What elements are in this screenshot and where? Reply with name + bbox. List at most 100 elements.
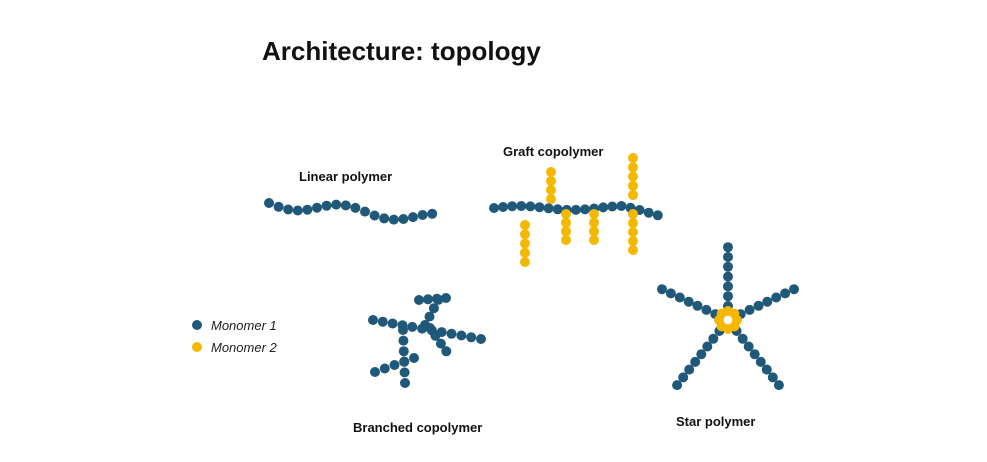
monomer-1-bead (407, 321, 418, 332)
monomer-2-bead (520, 238, 530, 249)
monomer-1-bead (388, 214, 399, 225)
monomer-1-bead (767, 372, 778, 383)
monomer-1-bead (428, 303, 439, 314)
star-polymer (657, 242, 799, 391)
monomer-1-bead (723, 271, 733, 282)
monomer-1-bead (302, 204, 313, 215)
monomer-2-swatch (192, 342, 202, 352)
monomer-1-bead (312, 202, 322, 213)
monomer-1-bead (570, 204, 581, 215)
monomer-1-bead (264, 198, 274, 208)
monomer-1-bead (340, 200, 351, 211)
monomer-1-bead (414, 295, 424, 305)
monomer-1-bead (543, 203, 554, 214)
star-polymer-label: Star polymer (676, 414, 756, 429)
monomer-1-bead (690, 356, 701, 367)
monomer-2-bead (546, 185, 556, 195)
monomer-2-bead (628, 227, 638, 237)
monomer-1-bead (737, 333, 748, 344)
monomer-1-bead (387, 318, 398, 329)
monomer-1-bead (696, 349, 707, 360)
monomer-1-bead (598, 202, 609, 213)
monomer-1-bead (399, 356, 410, 367)
monomer-1-bead (398, 214, 409, 224)
monomer-1-bead (652, 210, 663, 221)
monomer-1-bead (789, 284, 799, 295)
monomer-2-bead (628, 162, 638, 173)
monomer-1-bead (692, 300, 703, 311)
monomer-2-bead (628, 209, 638, 219)
monomer-1-bead (616, 201, 627, 211)
linear-polymer-label: Linear polymer (299, 169, 393, 184)
monomer-2-bead (589, 209, 599, 219)
monomer-1-bead (534, 202, 545, 213)
linear-polymer (264, 198, 438, 225)
monomer-2-bead (589, 217, 599, 228)
monomer-2-bead (561, 235, 571, 245)
monomer-1-bead (780, 288, 791, 299)
monomer-1-bead (498, 202, 509, 212)
branched-copolymer (368, 293, 486, 388)
monomer-1-bead (753, 300, 764, 311)
monomer-2-bead (561, 226, 571, 237)
monomer-1-bead (672, 380, 683, 391)
monomer-1-bead (424, 311, 435, 322)
monomer-1-bead (749, 349, 760, 360)
monomer-2-bead (628, 153, 638, 163)
monomer-1-bead (723, 261, 733, 272)
monomer-1-bead (425, 323, 435, 333)
monomer-1-bead (408, 212, 418, 223)
monomer-1-bead (723, 281, 733, 292)
monomer-2-bead (628, 236, 638, 246)
monomer-1-bead (389, 360, 400, 370)
monomer-2-bead (589, 226, 599, 237)
monomer-1-bead (398, 346, 409, 357)
branched-copolymer-label: Branched copolymer (353, 420, 483, 435)
monomer-1-bead (446, 328, 457, 339)
monomer-2-bead (628, 180, 638, 191)
monomer-1-bead (516, 201, 527, 211)
monomer-1-bead (761, 364, 772, 375)
monomer-1-bead (377, 316, 388, 327)
monomer-1-bead (441, 346, 452, 357)
monomer-1-bead (399, 367, 410, 378)
monomer-1-bead (773, 380, 784, 391)
monomer-1-bead (525, 201, 536, 212)
monomer-1-bead (684, 364, 695, 375)
monomer-2-label: Monomer 2 (211, 339, 277, 355)
monomer-1-bead (435, 338, 446, 349)
monomer-1-bead (292, 205, 303, 216)
monomer-1-bead (331, 199, 342, 210)
monomer-2-bead (546, 176, 556, 186)
monomer-1-bead (370, 367, 380, 377)
diagram-title: Architecture: topology (262, 36, 541, 66)
monomer-1-bead (476, 334, 486, 344)
monomer-1-bead (423, 294, 433, 305)
monomer-1-bead (702, 341, 713, 352)
monomer-1-bead (580, 204, 590, 215)
legend-item-monomer-1: Monomer 1 (192, 316, 277, 334)
monomer-1-bead (398, 335, 409, 346)
monomer-1-bead (369, 210, 380, 221)
graft-copolymer-label: Graft copolymer (503, 144, 604, 159)
monomer-1-bead (678, 372, 689, 383)
monomer-1-bead (665, 288, 676, 299)
monomer-2-bead (628, 245, 638, 255)
monomer-1-bead (409, 353, 419, 363)
monomer-1-bead (755, 356, 766, 367)
monomer-1-bead (507, 201, 518, 212)
monomer-1-swatch (192, 320, 202, 330)
monomer-1-bead (430, 330, 441, 341)
graft-copolymer (489, 153, 663, 267)
monomer-1-bead (441, 293, 451, 303)
monomer-1-bead (321, 200, 332, 211)
monomer-2-bead (520, 229, 530, 240)
monomer-1-bead (723, 242, 733, 253)
monomer-1-bead (400, 378, 410, 388)
monomer-1-bead (643, 207, 654, 218)
monomer-2-bead (589, 235, 599, 245)
monomer-1-bead (273, 201, 284, 212)
monomer-1-label: Monomer 1 (211, 317, 277, 333)
monomer-1-bead (350, 202, 361, 213)
monomer-1-bead (379, 213, 390, 224)
